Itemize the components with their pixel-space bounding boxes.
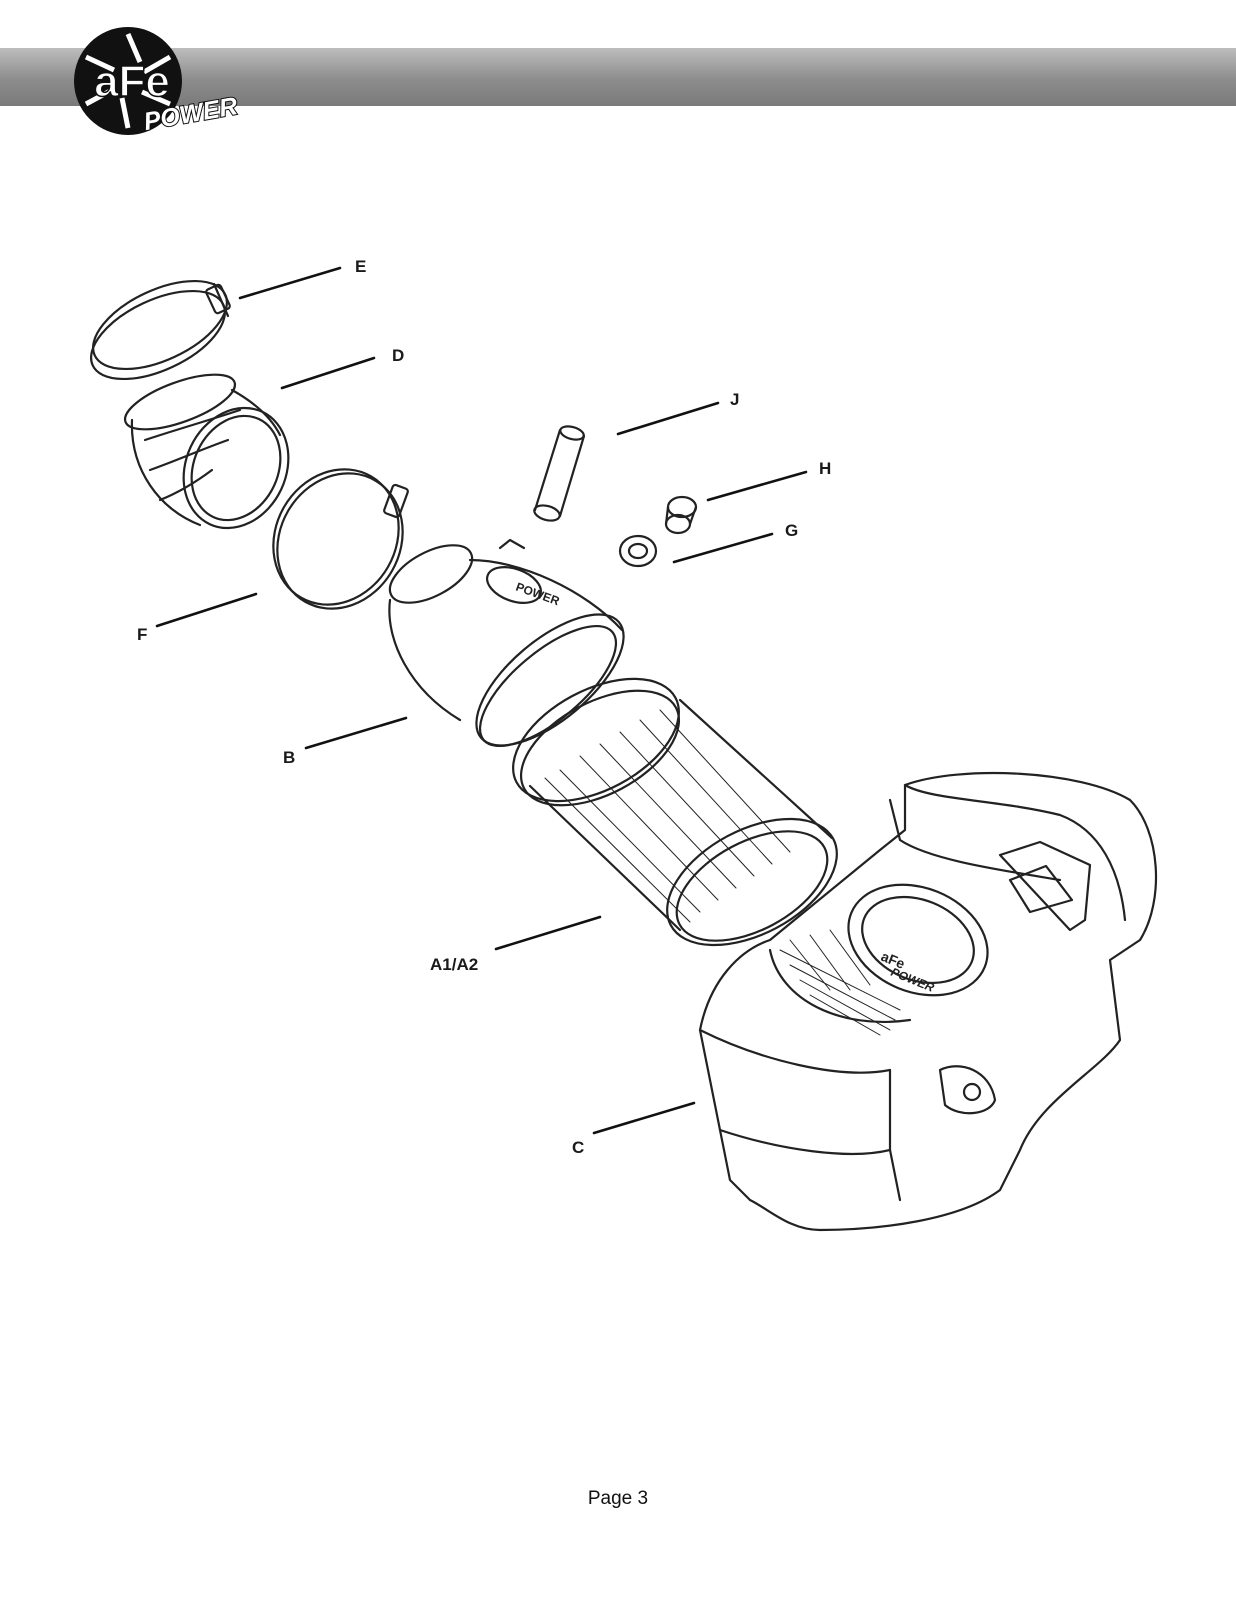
leader-h [706,470,808,502]
part-e-clamp [89,279,231,381]
callout-h: H [819,459,831,478]
leader-b [304,716,408,750]
callout-b: B [283,748,295,767]
page-number: Page 3 [587,1488,649,1509]
logo-disc [74,27,182,135]
part-j-tube [533,425,586,522]
leader-f [155,592,258,628]
part-f-clamp [272,468,409,610]
callout-e: E [355,257,366,276]
airbox-mesh [779,929,901,1036]
leader-a [494,915,602,951]
leader-g [672,532,774,564]
logo-aperture-icon [84,33,172,129]
part-c-airbox: aFe POWER [698,771,1158,1232]
leader-j [616,401,720,436]
part-g-grommet [618,534,658,568]
leader-c [592,1101,696,1135]
leader-e [238,266,342,300]
callout-j: J [730,390,739,409]
airbox-logo-bottom: POWER [889,965,937,995]
part-d-coupler [123,373,290,530]
part-a-filter [512,677,838,947]
leader-lines [155,266,808,1135]
callout-c: C [572,1138,584,1157]
leader-d [280,356,376,390]
callout-g: G [785,521,798,540]
callout-a1-a2: A1/A2 [430,955,478,974]
filter-pleats [544,709,791,923]
afe-power-logo: aFe POWER [74,27,241,137]
logo-text-top: aFe [94,57,170,106]
header-band [0,48,1236,106]
callout-d: D [392,346,404,365]
part-b-intake-tube: POWER [388,538,625,748]
callout-f: F [137,625,147,644]
part-h-fitting [664,495,698,535]
